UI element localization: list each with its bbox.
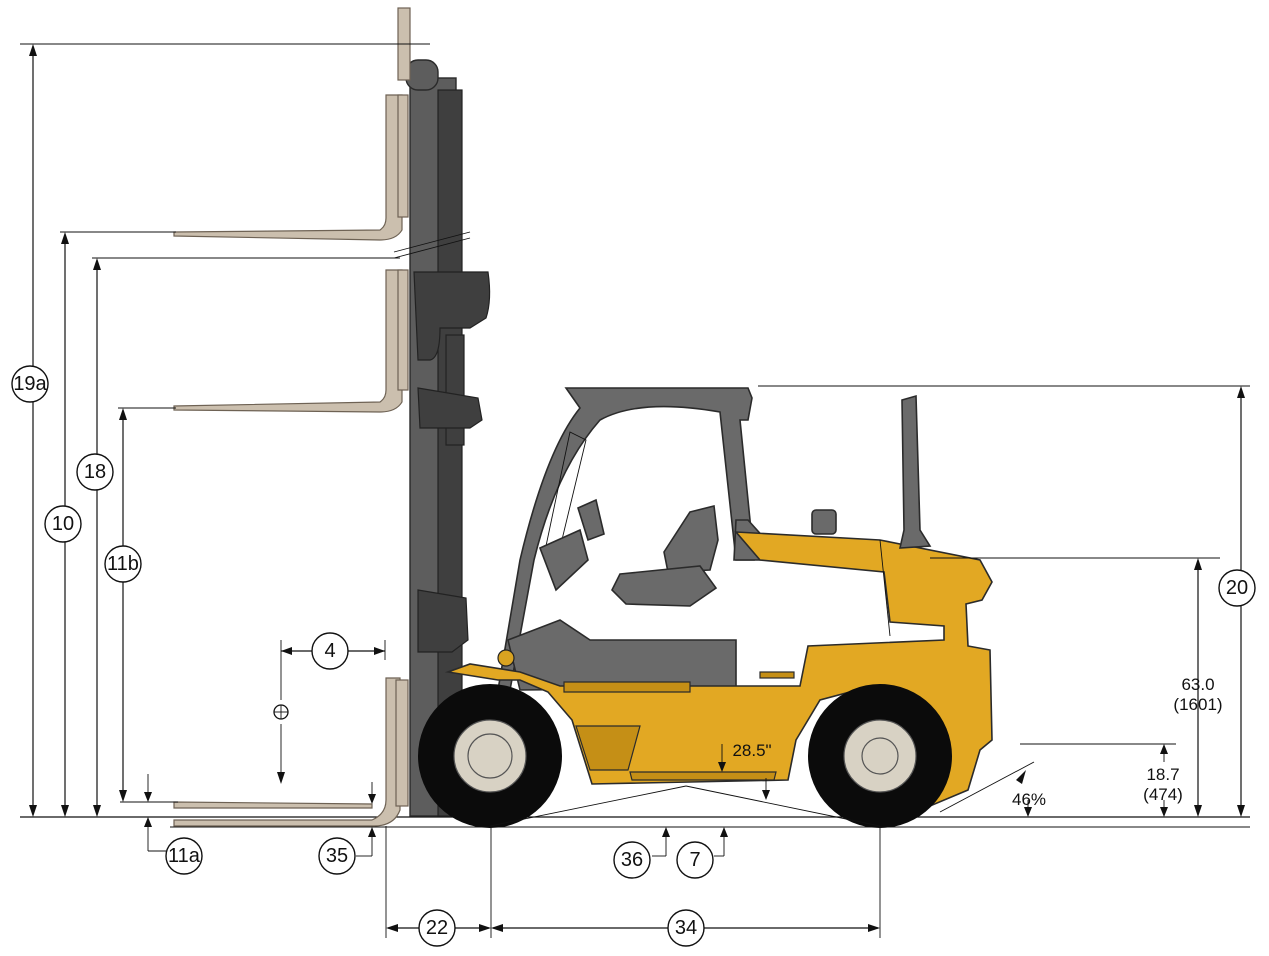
dim-step-height-arrow-top <box>1160 744 1168 754</box>
fork-lowered-carriage <box>395 679 409 807</box>
step-height-value: 18.7 <box>1146 765 1179 784</box>
steering-column <box>538 528 589 592</box>
side-rail <box>629 771 777 781</box>
fork-upper <box>173 7 411 241</box>
dim-grade-arrow <box>1024 807 1032 817</box>
dim-clearance-arrow-left <box>718 762 726 772</box>
mast-break-mark-2 <box>393 237 471 259</box>
fork-middle-blade <box>173 269 403 413</box>
callout-11b-label: 11b <box>107 553 139 575</box>
air-intake <box>811 509 837 535</box>
dim-4-arrows <box>281 647 385 655</box>
dim-35-arrow-top <box>368 794 376 804</box>
callout-11b: 11b <box>104 545 142 583</box>
callout-36: 36 <box>613 841 651 879</box>
fork-upper-blade <box>173 94 403 241</box>
overhead-guard <box>497 387 767 691</box>
dim-4-arrow-down <box>277 772 285 784</box>
callout-10: 10 <box>44 505 82 543</box>
callout-19a: 19a <box>11 365 49 403</box>
cab-floor <box>507 619 737 691</box>
grade-value: 46% <box>1012 790 1046 809</box>
side-step <box>575 725 641 771</box>
callout-18: 18 <box>76 453 114 491</box>
seat-height-value: 63.0 <box>1181 675 1214 694</box>
mast-top-cap <box>405 59 439 91</box>
callout-35: 35 <box>318 837 356 875</box>
clearance-value: 28.5" <box>732 741 771 760</box>
dim-22-arrows <box>386 924 491 932</box>
fork-middle-carriage <box>397 269 409 391</box>
fork-lowered-blade-top <box>173 801 373 809</box>
steering-wheel <box>577 498 605 542</box>
clearance-line-rear <box>685 785 881 827</box>
operator-seat <box>611 565 718 607</box>
step-plate <box>563 681 691 693</box>
callout-7: 7 <box>676 841 714 879</box>
callout-22-label: 22 <box>426 917 448 939</box>
callout-34: 34 <box>667 909 705 947</box>
callout-10-label: 10 <box>52 513 74 535</box>
clearance-line-front <box>489 785 687 827</box>
callout-11a-label: 11a <box>168 845 201 867</box>
fork-lowered-blade <box>173 677 401 827</box>
tilt-bracket <box>417 387 483 429</box>
callout-19a-label: 19a <box>13 373 47 395</box>
callout-34-label: 34 <box>675 917 697 939</box>
body-handle <box>759 671 795 679</box>
callout-20-label: 20 <box>1226 577 1248 599</box>
mast-lower-bracket <box>417 589 469 653</box>
seat-height-mm-value: (1601) <box>1173 695 1222 714</box>
departure-angle-line <box>939 761 1035 813</box>
step-height-mm-value: (474) <box>1143 785 1183 804</box>
front-rim-ring <box>467 733 513 779</box>
rear-wheel <box>808 684 952 828</box>
overhead-guard-frame <box>497 387 755 691</box>
fork-upper-carriage <box>397 94 409 218</box>
callout-11a: 11a <box>165 837 203 875</box>
callout-18-label: 18 <box>84 461 106 483</box>
front-wheel <box>418 684 562 828</box>
callout-7-label: 7 <box>689 849 700 871</box>
callout-4: 4 <box>311 632 349 670</box>
callout-20: 20 <box>1218 569 1256 607</box>
dim-7-arrow <box>720 827 728 837</box>
fork-middle <box>173 269 409 413</box>
callout-4-label: 4 <box>324 640 335 662</box>
callout-22: 22 <box>418 909 456 947</box>
dim-clearance-arrow-right <box>762 790 770 800</box>
dim-grade-arrow-top <box>1016 770 1026 784</box>
tilt-pivot <box>497 649 515 667</box>
dim-11a-arrow-bottom <box>144 817 152 827</box>
front-rim <box>453 719 527 793</box>
dim-11a-arrow-top <box>144 792 152 802</box>
truck-body <box>444 394 993 808</box>
mast-assembly <box>393 59 491 817</box>
mast-crosshead <box>413 271 491 361</box>
rear-rim <box>843 719 917 793</box>
operator-seat-back <box>663 505 719 573</box>
fork-lowered <box>173 677 409 827</box>
dim-36-arrow <box>662 827 670 837</box>
mast-break-mark-1 <box>393 231 471 253</box>
callout-36-label: 36 <box>621 849 643 871</box>
exhaust-stack <box>898 394 932 549</box>
dim-step-height-arrow-bottom <box>1160 807 1168 817</box>
callout-35-label: 35 <box>326 845 348 867</box>
rear-rim-ring <box>861 737 899 775</box>
body-seam <box>879 539 891 637</box>
dim-35-arrow-bottom <box>368 827 376 837</box>
